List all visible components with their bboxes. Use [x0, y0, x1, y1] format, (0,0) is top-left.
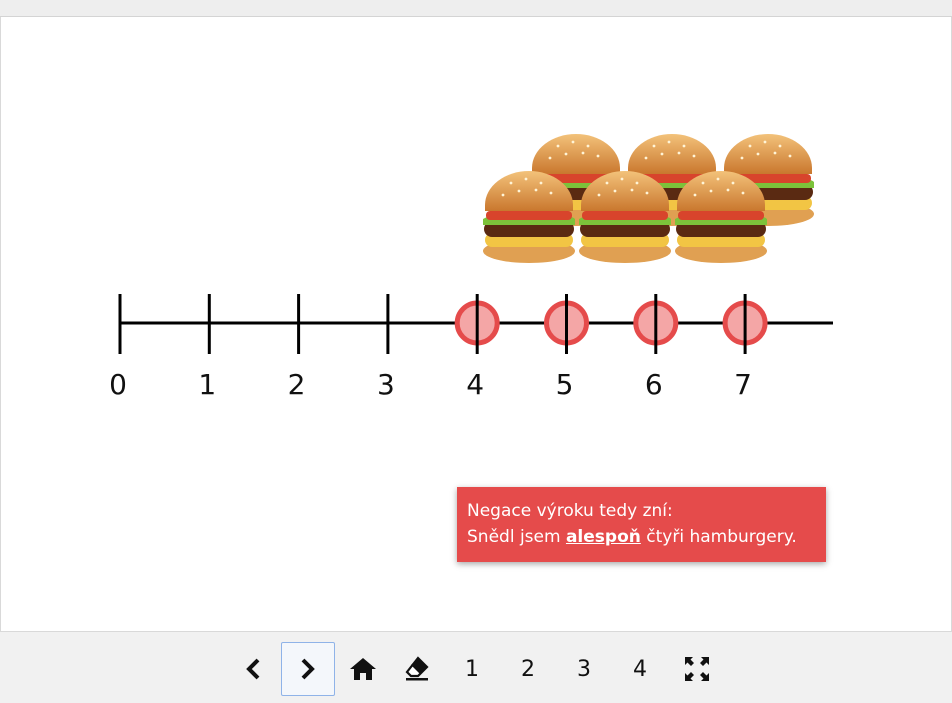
slide-canvas: 0 1 2 3 4 5 6 7 Negace výroku tedy zní: Snědl j… — [0, 17, 952, 632]
tick-label-3: 3 — [377, 368, 395, 401]
callout-line-1: Negace výroku tedy zní: — [467, 501, 673, 521]
fullscreen-icon — [685, 657, 709, 681]
fullscreen-button[interactable] — [670, 642, 724, 696]
navigation-bar — [0, 632, 952, 703]
home-icon — [350, 658, 376, 680]
next-button[interactable] — [281, 642, 335, 696]
callout-emphasis: alespoň — [565, 527, 641, 547]
page-button-4[interactable]: 4 — [633, 656, 647, 682]
tick-label-0: 0 — [109, 368, 127, 401]
eraser-icon — [405, 656, 429, 681]
tick-label-2: 2 — [288, 368, 306, 401]
top-bar — [0, 0, 952, 17]
number-line: 0 1 2 3 4 5 6 7 — [109, 294, 833, 401]
page-button-2[interactable]: 2 — [521, 656, 535, 682]
callout-text-after: čtyři hamburgery. — [640, 527, 797, 547]
page-button-3[interactable]: 3 — [577, 656, 591, 682]
tick-label-1: 1 — [198, 368, 216, 401]
negation-callout: Negace výroku tedy zní: Snědl jsem alesp… — [457, 487, 826, 562]
chevron-left-icon — [246, 658, 260, 680]
prev-button[interactable] — [226, 642, 280, 696]
tick-label-7: 7 — [734, 368, 752, 401]
eraser-button[interactable] — [390, 642, 444, 696]
callout-text-before: Snědl jsem — [467, 527, 566, 547]
tick-label-4: 4 — [466, 368, 484, 401]
page-button-1[interactable]: 1 — [465, 656, 479, 682]
home-button[interactable] — [336, 642, 390, 696]
tick-label-5: 5 — [556, 368, 574, 401]
chevron-right-icon — [301, 658, 315, 680]
tick-label-6: 6 — [645, 368, 663, 401]
callout-line-2: Snědl jsem alespoň čtyři hamburgery. — [467, 524, 826, 550]
